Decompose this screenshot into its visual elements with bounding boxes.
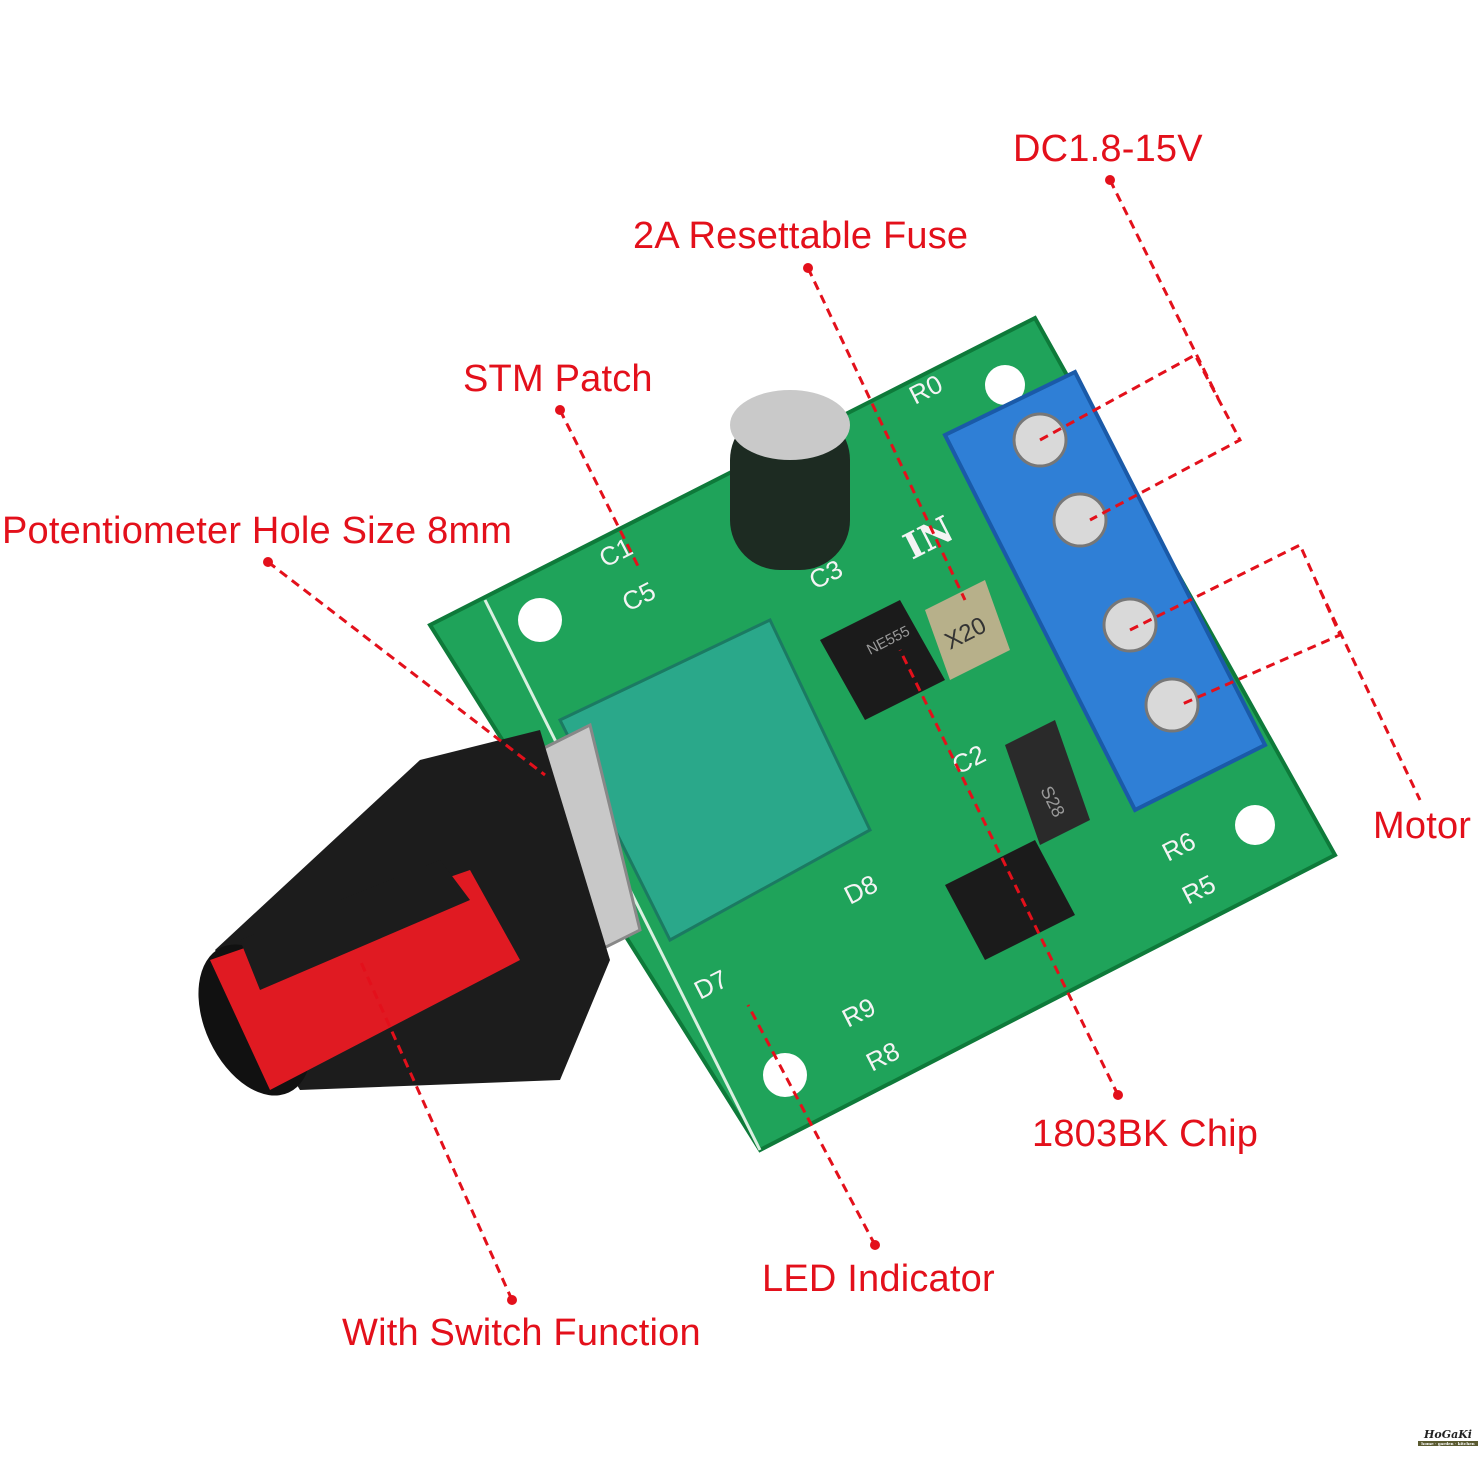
- stm-patch-label: STM Patch: [463, 358, 653, 400]
- fuse-label: 2A Resettable Fuse: [633, 215, 969, 257]
- mount-hole: [518, 598, 562, 642]
- chip-label: 1803BK Chip: [1032, 1113, 1259, 1155]
- watermark-tagline: home · garden · kitchen: [1418, 1441, 1478, 1446]
- screw-terminal: [1102, 597, 1158, 653]
- diode-s28: [1005, 720, 1090, 845]
- led-label: LED Indicator: [762, 1258, 995, 1300]
- annotation-leaders: [267, 179, 1422, 1301]
- motor-label: Motor: [1373, 805, 1472, 847]
- hogaki-watermark: HoGaKi home · garden · kitchen: [1418, 1428, 1478, 1446]
- fuse: [925, 580, 1010, 680]
- 1803bk-chip: [945, 840, 1075, 960]
- mount-hole: [1235, 805, 1275, 845]
- mount-hole: [763, 1053, 807, 1097]
- watermark-name: HoGaKi: [1424, 1428, 1472, 1441]
- screw-terminal: [1144, 677, 1200, 733]
- switch-label: With Switch Function: [342, 1312, 701, 1354]
- voltage-label: DC1.8-15V: [1013, 128, 1203, 170]
- potentiometer-body: [557, 618, 872, 943]
- rotary-knob: [198, 730, 610, 1096]
- pot-hole-label: Potentiometer Hole Size 8mm: [2, 510, 513, 552]
- mount-hole: [985, 365, 1025, 405]
- screw-terminal: [1052, 492, 1108, 548]
- ne555-chip: [820, 600, 945, 720]
